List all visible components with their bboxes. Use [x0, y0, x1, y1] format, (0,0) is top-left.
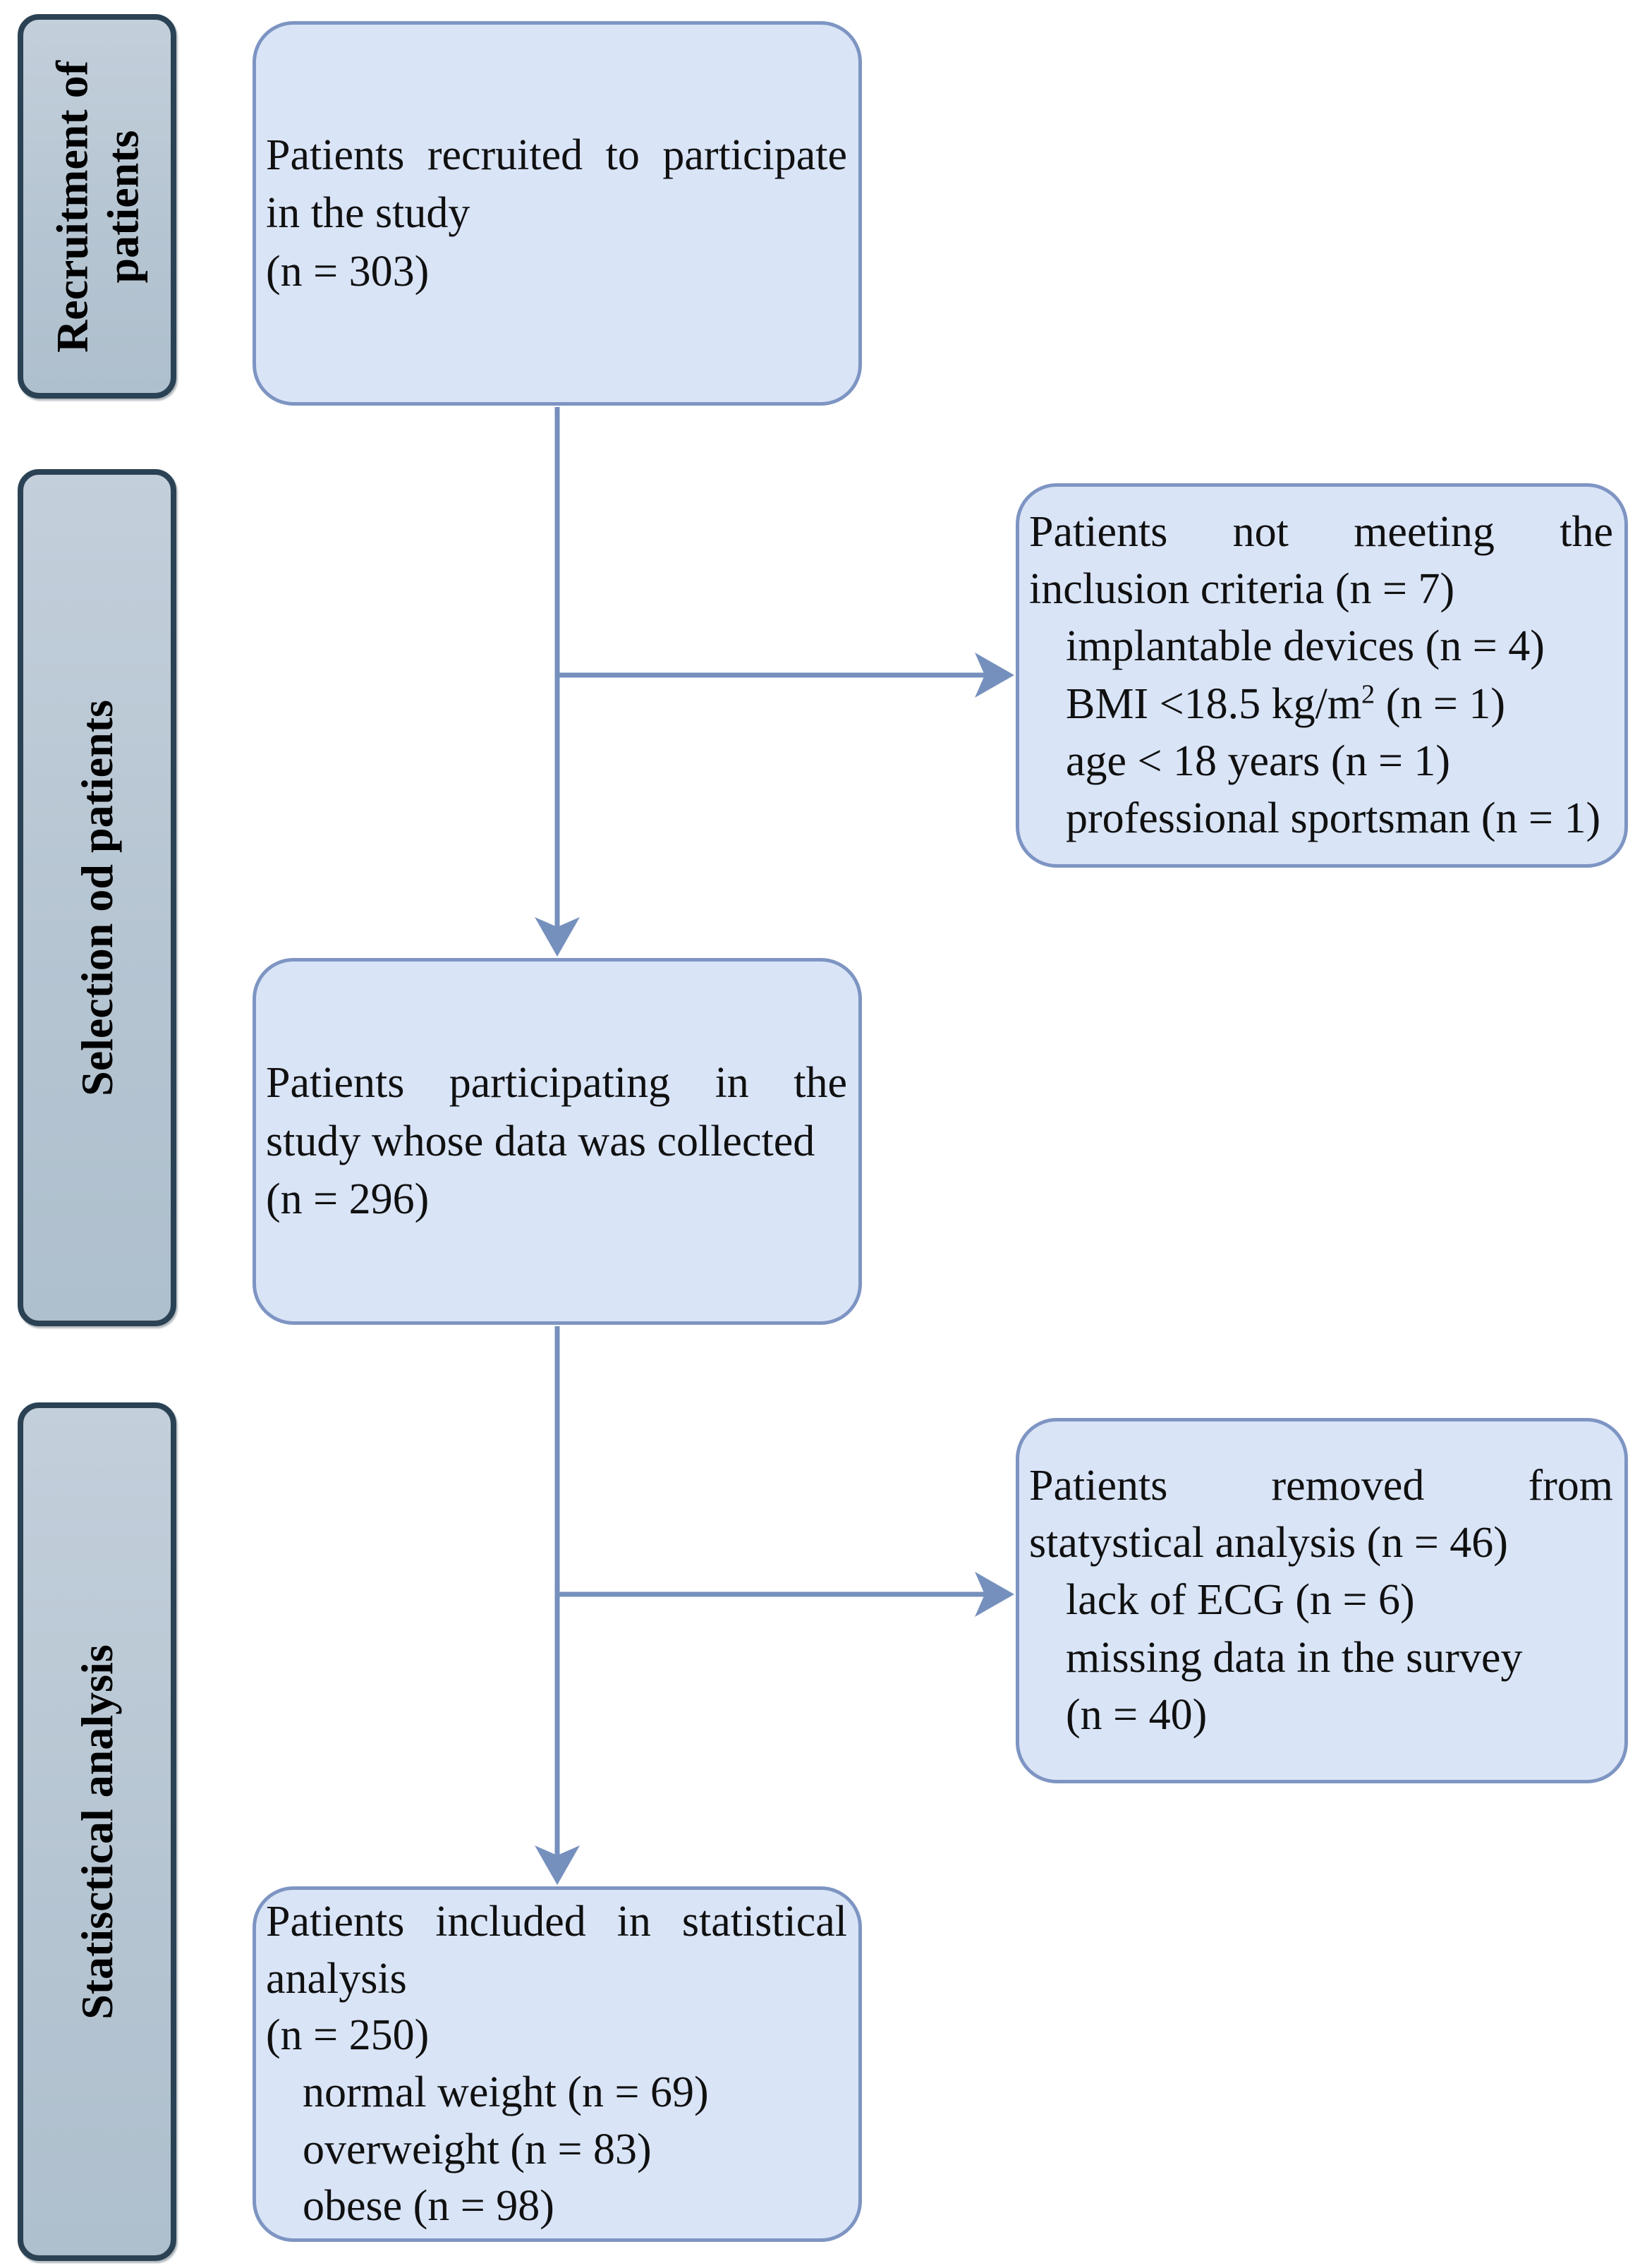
box-line: inclusion criteria (n = 7) — [1029, 565, 1455, 614]
stage-analysis: Statisctical analysis — [18, 1402, 176, 2261]
stage-label-line: Selection od patients — [71, 699, 122, 1096]
box-line: lack of ECG (n = 6) — [1066, 1576, 1415, 1625]
box-line-bmi: BMI <18.5 kg/m2 (n = 1) — [1029, 676, 1613, 733]
stage-recruitment-label: Recruitment of patients — [47, 60, 147, 352]
bmi-superscript: 2 — [1361, 679, 1375, 709]
arrowhead-down-icon — [535, 917, 580, 957]
box-recruited: Patients recruited to participate in the… — [253, 21, 862, 406]
box-line: Patients not meeting the — [1029, 507, 1613, 556]
box-line: in the study — [266, 189, 470, 238]
arrowhead-right-icon — [975, 653, 1014, 698]
stage-recruitment: Recruitment of patients — [18, 14, 176, 399]
arrowhead-right-icon — [975, 1572, 1014, 1617]
box-line: (n = 40) — [1066, 1690, 1208, 1739]
box-line: Patients included in statistical — [266, 1898, 847, 1946]
stage-label-line: Statisctical analysis — [71, 1644, 122, 2020]
box-line: implantable devices (n = 4) — [1066, 622, 1545, 671]
box-line: age < 18 years (n = 1) — [1066, 736, 1451, 785]
box-removed-from-analysis: Patients removed from statystical analys… — [1016, 1418, 1628, 1783]
box-line: (n = 303) — [266, 247, 430, 296]
box-data-collected: Patients participating in the study whos… — [253, 958, 862, 1325]
box-line: missing data in the survey — [1066, 1633, 1523, 1682]
stage-analysis-label: Statisctical analysis — [72, 1644, 123, 2020]
box-line: professional sportsman (n = 1) — [1066, 794, 1601, 842]
box-line: (n = 296) — [266, 1175, 430, 1224]
box-line: study whose data was collected — [266, 1117, 815, 1165]
box-line: (n = 250) — [266, 2011, 430, 2060]
bmi-count: (n = 1) — [1375, 679, 1506, 728]
box-line: statystical analysis (n = 46) — [1029, 1519, 1508, 1567]
box-line: normal weight (n = 69) — [303, 2068, 709, 2116]
arrowhead-down-icon — [535, 1845, 580, 1885]
stage-label-line: patients — [97, 130, 147, 283]
stage-selection-label: Selection od patients — [72, 700, 123, 1096]
box-not-meeting-criteria: Patients not meeting the inclusion crite… — [1016, 483, 1628, 868]
box-included-in-analysis: Patients included in statistical analysi… — [253, 1886, 862, 2242]
stage-selection: Selection od patients — [18, 469, 176, 1326]
box-line: Patients removed from — [1029, 1461, 1613, 1510]
box-line: overweight (n = 83) — [303, 2125, 652, 2173]
box-line: Patients recruited to participate — [266, 131, 847, 179]
bmi-text: BMI <18.5 kg/m — [1066, 679, 1362, 728]
box-line: analysis — [266, 1954, 407, 2003]
box-line: obese (n = 98) — [303, 2182, 554, 2231]
stage-label-line: Recruitment of — [46, 60, 97, 353]
box-line: Patients participating in the — [266, 1059, 847, 1108]
